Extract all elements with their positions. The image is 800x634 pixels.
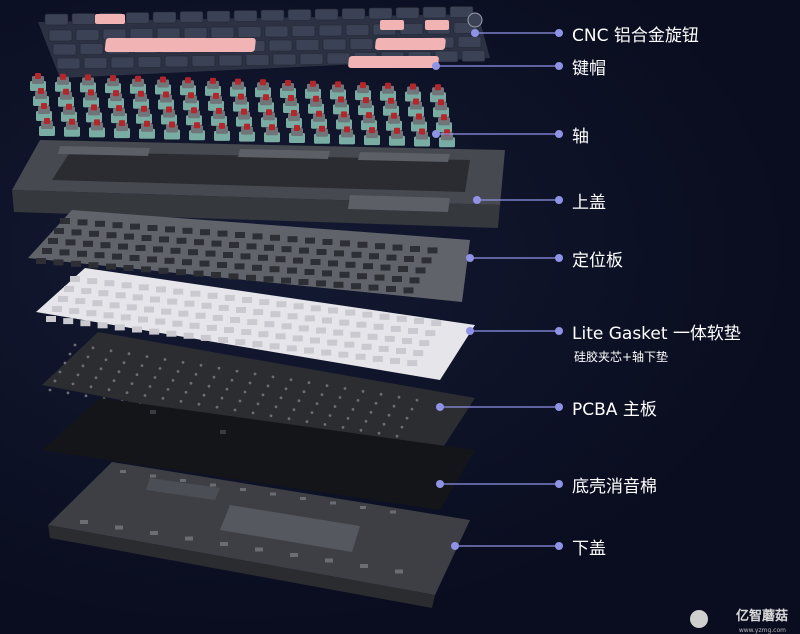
- label-top-case: 上盖: [572, 193, 606, 213]
- label-keycaps: 键帽: [572, 59, 606, 79]
- label-cnc-knob: CNC 铝合金旋钮: [572, 26, 699, 46]
- gasket-layer: [36, 268, 475, 380]
- label-pcba: PCBA 主板: [572, 400, 657, 420]
- label-switches: 轴: [572, 127, 589, 147]
- keycaps-layer: [38, 6, 490, 78]
- bottom-case-layer: [48, 462, 470, 608]
- watermark-logo-icon: [690, 610, 708, 628]
- watermark-url: www.yzmg.com: [738, 627, 786, 634]
- label-plate: 定位板: [572, 251, 623, 271]
- switches-layer: [30, 73, 455, 148]
- plate-layer: [28, 210, 470, 302]
- foam-layer: [42, 398, 475, 510]
- leader-lines: [432, 29, 563, 550]
- watermark-text: 亿智蘑菇: [735, 609, 788, 624]
- label-gasket: Lite Gasket 一体软垫: [572, 324, 741, 344]
- label-bottom-case: 下盖: [572, 539, 606, 559]
- label-gasket-sub: 硅胶夹芯+轴下垫: [574, 350, 669, 364]
- top-case-layer: [12, 140, 505, 228]
- label-foam: 底壳消音棉: [572, 477, 657, 497]
- pcba-layer: [42, 332, 475, 460]
